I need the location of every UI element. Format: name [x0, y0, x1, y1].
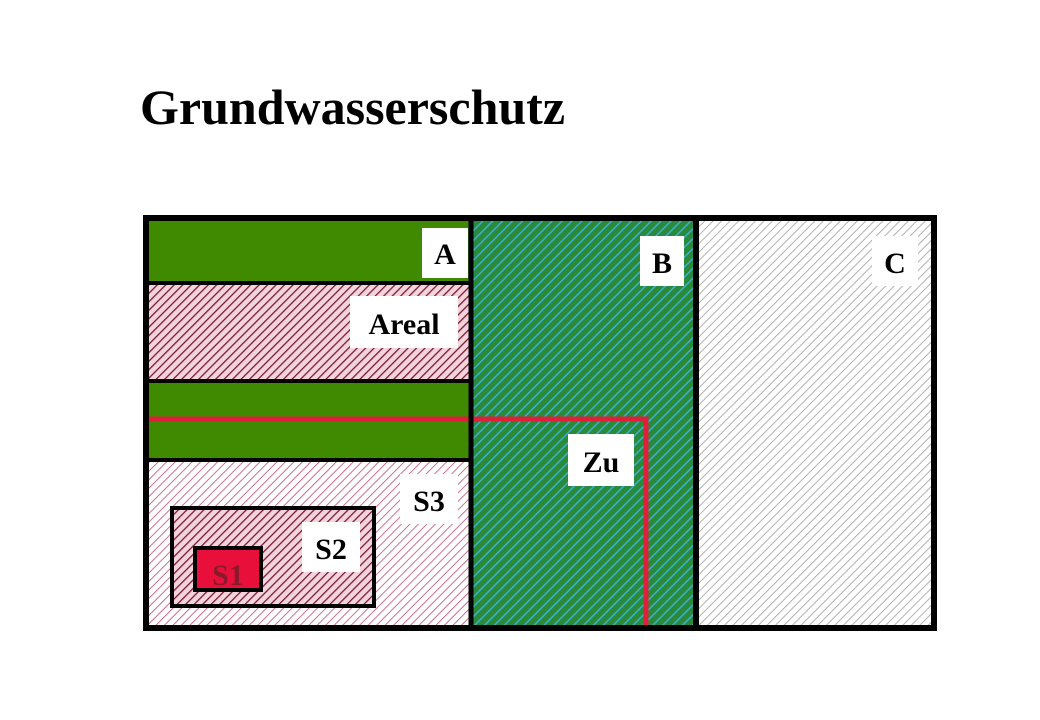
label-box-a — [422, 228, 468, 278]
zone-b-area — [472, 218, 696, 628]
label-s2: S2 — [315, 533, 347, 566]
label-b: B — [652, 247, 672, 280]
zone-c-area — [696, 218, 932, 628]
label-areal: Areal — [368, 308, 439, 341]
page-title: Grundwasserschutz — [140, 79, 566, 135]
label-s3: S3 — [413, 485, 445, 518]
s1-area — [193, 546, 263, 592]
label-box-b — [640, 236, 684, 286]
label-c: C — [884, 247, 906, 280]
label-box-s3 — [400, 474, 458, 524]
label-box-c — [872, 236, 918, 286]
label-box-zu — [568, 434, 634, 486]
label-zu: Zu — [583, 446, 620, 479]
inflow-boundary-line — [148, 416, 649, 626]
outer-frame — [143, 215, 937, 631]
label-box-areal — [350, 296, 458, 348]
label-a: A — [434, 238, 456, 271]
zone-a-area — [148, 220, 470, 282]
label-box-s2 — [302, 522, 360, 572]
label-s1: S1 — [212, 559, 244, 592]
